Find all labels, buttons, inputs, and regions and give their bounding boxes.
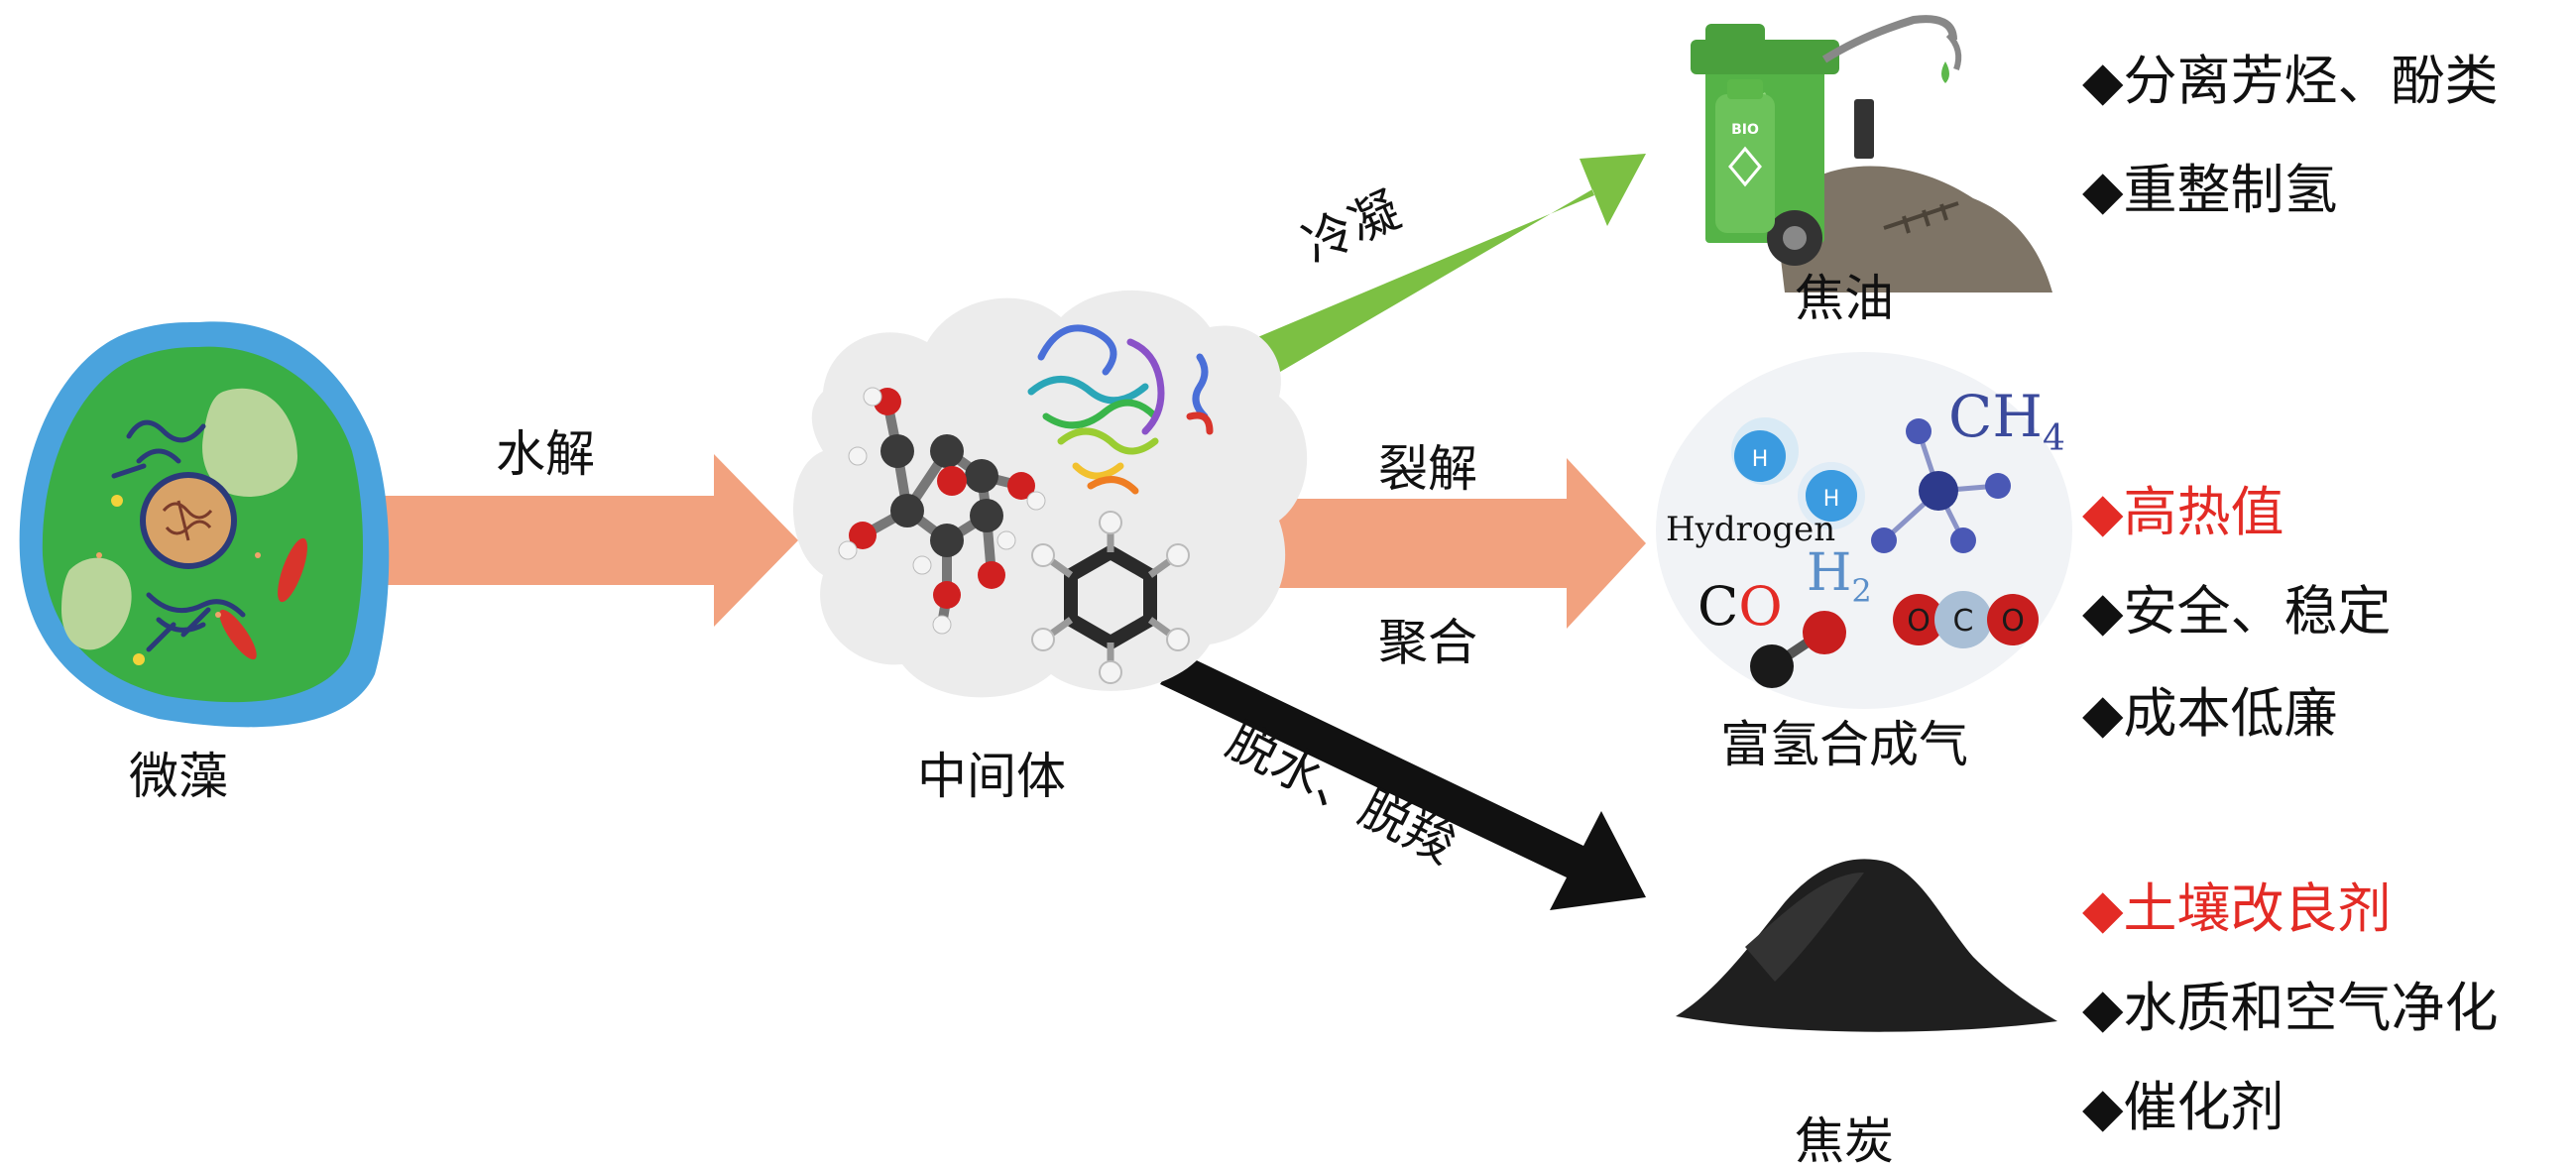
carbon-dioxide-molecule-icon: O C O xyxy=(1893,591,2039,648)
co-formula: CO xyxy=(1698,575,1783,638)
bio-can-label: BIO xyxy=(1731,122,1759,138)
svg-text:H: H xyxy=(1823,487,1840,512)
syngas-uses-list: ◆高热值 ◆安全、稳定 ◆成本低廉 xyxy=(2082,481,2392,745)
char-pile-illustration xyxy=(1676,859,2057,1031)
svg-text:O: O xyxy=(1907,604,1931,639)
svg-text:H: H xyxy=(1752,447,1769,472)
tar-use-item: ◆重整制氢 xyxy=(2082,159,2338,221)
tar-use-item: ◆分离芳烃、酚类 xyxy=(2082,50,2499,112)
intermediate-cloud-illustration xyxy=(793,291,1307,698)
syngas-use-item: ◆高热值 xyxy=(2082,481,2284,543)
edge-polymerization-label: 聚合 xyxy=(1378,614,1477,671)
node-intermediate-label: 中间体 xyxy=(917,748,1066,805)
microalgae-cell-illustration xyxy=(20,321,390,727)
node-syngas-label: 富氢合成气 xyxy=(1720,716,1968,773)
syngas-use-item: ◆成本低廉 xyxy=(2082,682,2338,745)
char-use-item: ◆土壤改良剂 xyxy=(2082,877,2392,940)
node-char-label: 焦炭 xyxy=(1795,1112,1894,1169)
svg-text:O: O xyxy=(2001,604,2025,639)
edge-hydrolysis-label: 水解 xyxy=(496,425,595,483)
char-use-item: ◆水质和空气净化 xyxy=(2082,977,2499,1039)
tar-uses-list: ◆分离芳烃、酚类 ◆重整制氢 xyxy=(2082,50,2499,221)
node-microalgae-label: 微藻 xyxy=(129,748,228,805)
char-uses-list: ◆土壤改良剂 ◆水质和空气净化 ◆催化剂 xyxy=(2082,877,2499,1138)
arrow-condensation xyxy=(1229,154,1646,389)
char-use-item: ◆催化剂 xyxy=(2082,1076,2284,1138)
syngas-use-item: ◆安全、稳定 xyxy=(2082,580,2392,643)
edge-condensation-label: 冷凝 xyxy=(1295,181,1409,275)
tar-fuel-illustration: BIO xyxy=(1691,19,2052,292)
ch4-formula: CH4 xyxy=(1948,383,2065,459)
arrow-dehydration xyxy=(1160,652,1646,910)
edge-cracking-label: 裂解 xyxy=(1378,440,1477,498)
syngas-illustration: H H O C O Hydrogen CH4 H xyxy=(1656,352,2072,709)
node-tar-label: 焦油 xyxy=(1795,270,1894,327)
svg-text:C: C xyxy=(1953,604,1974,639)
